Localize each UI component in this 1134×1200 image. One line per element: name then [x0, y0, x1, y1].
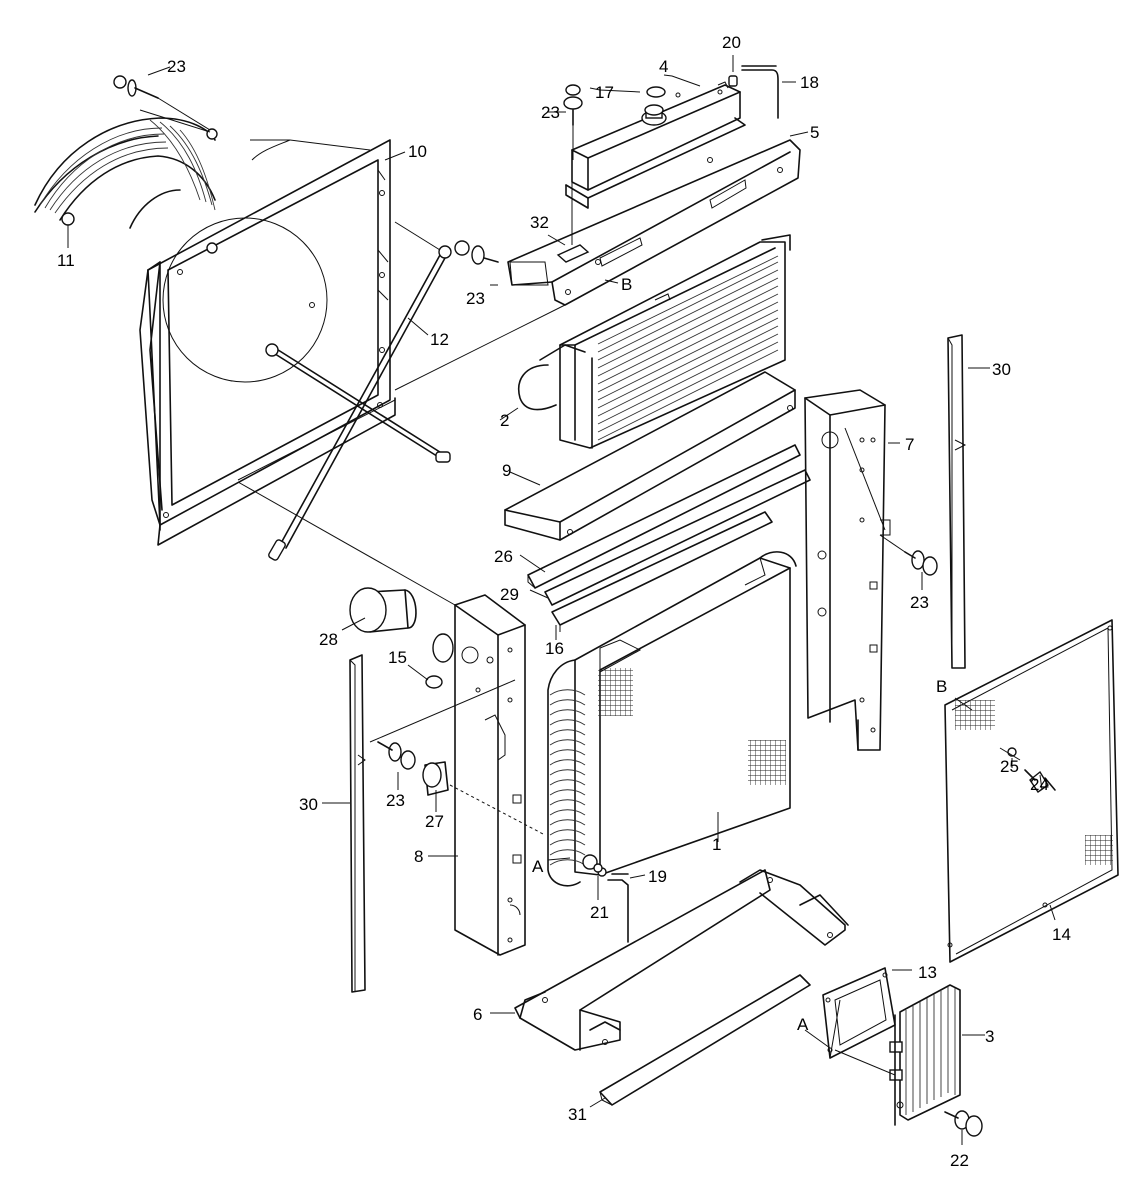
- stay-rods-part-12: [265, 240, 470, 561]
- callout-15: 15: [388, 648, 407, 667]
- side-frame-part-7: [804, 389, 891, 751]
- callout-21: 21: [590, 903, 609, 922]
- plug-part-21: [593, 863, 603, 873]
- callout-labels: 1 2 3 4 5 6 7 8 9 10 11 12 13 14 15 16 1…: [57, 33, 1071, 1170]
- seal-bar-part-30-right: [947, 334, 967, 669]
- hose-part-28: [349, 587, 454, 663]
- gasket-part-13: [822, 967, 896, 1059]
- plug-part-20: [728, 75, 738, 87]
- radiator-part-1: [547, 551, 797, 887]
- callout-25: 25: [1000, 757, 1019, 776]
- callout-12: 12: [430, 330, 449, 349]
- callout-2: 2: [500, 411, 509, 430]
- callout-6: 6: [473, 1005, 482, 1024]
- callout-3: 3: [985, 1027, 994, 1046]
- callout-31: 31: [568, 1105, 587, 1124]
- reference-b-screen: B: [936, 677, 947, 696]
- seal-strip-part-26: [527, 444, 801, 589]
- bolt-part-23-tank: [563, 84, 583, 160]
- fan-shroud-part-10: [139, 139, 396, 546]
- callout-23-top-left: 23: [167, 57, 186, 76]
- callout-10: 10: [408, 142, 427, 161]
- callout-19: 19: [648, 867, 667, 886]
- callout-23-left: 23: [386, 791, 405, 810]
- reference-b-bracket: B: [621, 275, 632, 294]
- callout-28: 28: [319, 630, 338, 649]
- callout-20: 20: [722, 33, 741, 52]
- callout-11: 11: [57, 251, 75, 270]
- callout-9: 9: [502, 461, 511, 480]
- bolt-part-23-top-left: [113, 75, 211, 131]
- reference-a-radiator: A: [532, 857, 544, 876]
- screen-panel-part-14: [944, 619, 1119, 963]
- side-frame-part-8: [454, 594, 526, 956]
- seal-plate-part-31: [599, 974, 811, 1106]
- callout-32: 32: [530, 213, 549, 232]
- callout-7: 7: [905, 435, 914, 454]
- callout-29: 29: [500, 585, 519, 604]
- pad-part-32: [556, 160, 590, 263]
- callout-14: 14: [1052, 925, 1071, 944]
- leader-lines: [67, 55, 1056, 1145]
- callout-23-right: 23: [910, 593, 929, 612]
- callout-17: 17: [595, 83, 614, 102]
- hose-part-27: [422, 761, 449, 796]
- bolt-part-22: [944, 1110, 983, 1137]
- callout-5: 5: [810, 123, 819, 142]
- callout-1: 1: [712, 835, 721, 854]
- bolt-part-23-left: [377, 741, 416, 770]
- callout-8: 8: [414, 847, 423, 866]
- assembly-lines: [237, 221, 1021, 1076]
- callout-30-left: 30: [299, 795, 318, 814]
- callout-24: 24: [1030, 775, 1049, 794]
- callout-16: 16: [545, 639, 564, 658]
- callout-27: 27: [425, 812, 444, 831]
- callout-23-shroud: 23: [466, 289, 485, 308]
- callout-23-tank: 23: [541, 103, 560, 122]
- seal-bar-part-30-left: [349, 654, 366, 993]
- rubber-strip-part-16: [551, 511, 773, 632]
- callout-22: 22: [950, 1151, 969, 1170]
- seal-strip-part-29: [544, 469, 811, 606]
- air-guide-part-9: [504, 371, 796, 541]
- bolt-part-23-shroud: [471, 245, 499, 265]
- charge-air-cooler-part-2: [518, 234, 791, 449]
- hose-part-19: [607, 873, 629, 943]
- lower-bracket-part-6: [514, 869, 849, 1051]
- callout-26: 26: [494, 547, 513, 566]
- bolt-part-23-right: [879, 534, 938, 576]
- surge-tank-part-4: [565, 81, 746, 209]
- plug-part-15: [425, 675, 443, 689]
- callout-13: 13: [918, 963, 937, 982]
- callout-30-right: 30: [992, 360, 1011, 379]
- hose-part-18: [741, 65, 779, 119]
- wing-nut-part-24: [1024, 769, 1056, 793]
- reference-a-oil-cooler: A: [797, 1015, 809, 1034]
- callout-4: 4: [659, 57, 668, 76]
- callout-18: 18: [800, 73, 819, 92]
- oil-cooler-part-3: [889, 984, 961, 1126]
- fan-guard-part-11: [34, 109, 218, 254]
